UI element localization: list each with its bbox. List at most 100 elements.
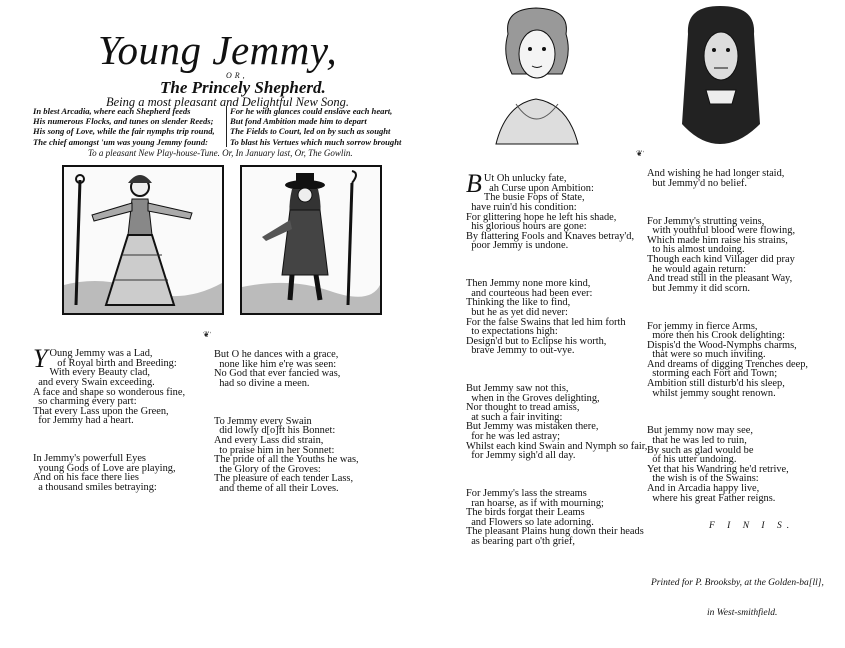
verse-line: more then his Crook delighting:	[647, 330, 785, 342]
ballad-description: Being a most pleasant and Delightful New…	[106, 95, 350, 109]
verse-line: By such as glad would be	[647, 444, 754, 456]
verse-line: Dispis'd the Wood-Nymphs charms,	[647, 339, 797, 351]
verse-line: But jemmy now may see,	[647, 425, 753, 437]
verse-line: to expectations high:	[466, 326, 558, 338]
verse-line: brave Jemmy to out-vye.	[466, 345, 575, 357]
verse-line: for Jemmy had a heart.	[33, 415, 134, 427]
stanza: But O he dances with a grace, none like …	[214, 350, 359, 389]
verse-line: that were so much inviting.	[647, 349, 766, 361]
stanza: And wishing he had longer staid, but Jem…	[647, 168, 824, 189]
verse-line: But Jemmy was mistaken there,	[466, 421, 599, 433]
verse-line: For Jemmy's strutting veins,	[647, 215, 765, 227]
stanza: In Jemmy's powerfull Eyes young Gods of …	[33, 453, 185, 493]
argument-line: The Fields to Court, led on by such as s…	[230, 126, 391, 137]
verse-line: ran hoarse, as if with mourning;	[466, 497, 604, 509]
stanza: For jemmy in fierce Arms, more then his …	[647, 321, 824, 399]
verse-line: Thinking the like to find,	[466, 297, 571, 309]
argument-right: For he with glances could enslave each h…	[226, 106, 401, 147]
verse-line: have ruin'd his condition:	[466, 201, 577, 213]
verse-line: and Flowers so late adorning.	[466, 516, 594, 528]
verse-line: For Jemmy's lass the streams	[466, 488, 587, 499]
or-connector: OR,	[226, 71, 248, 80]
verse-line: In Jemmy's powerfull Eyes	[33, 453, 146, 465]
argument-line: To blast his Vertues which much sorrow b…	[230, 136, 402, 147]
verse-line: With every Beauty clad,	[49, 367, 151, 379]
verse-line: The pleasant Plains hung down their head…	[466, 526, 644, 538]
verse-line: Oung Jemmy was a Lad,	[49, 348, 153, 360]
verse-line: The birds forgat their Leams	[466, 507, 585, 519]
verse-line: his glorious hours are gone:	[466, 221, 587, 233]
ornament-border-1: ❦❦❦❦❦❦❦❦❦❦❦❦❦	[203, 331, 211, 339]
argument-line: In blest Arcadia, where each Shepherd fe…	[33, 106, 191, 116]
verse-line: poor Jemmy is undone.	[466, 240, 569, 252]
verse-line: and theme of all their Loves.	[214, 482, 339, 494]
tune-direction: To a pleasant New Play-house-Tune. Or, I…	[88, 148, 353, 158]
verse-line: where his great Father reigns.	[647, 492, 776, 504]
verse-line: The pleasure of each tender Lass,	[214, 473, 354, 485]
verse-line: And tread still in the pleasant Way,	[647, 273, 793, 285]
stanza: To Jemmy every Swain did lowly d[o]ft hi…	[214, 415, 359, 494]
stanza: Then Jemmy none more kind, and courteous…	[466, 279, 647, 356]
verse-line: young Gods of Love are playing,	[33, 462, 176, 474]
verse-line: when in the Groves delighting,	[466, 392, 600, 404]
imprint: Printed for P. Brooksby, at the Golden-b…	[651, 558, 824, 638]
verse-line: and every Swain exceeding.	[33, 376, 155, 388]
argument-line: His song of Love, while the fair nymphs …	[33, 126, 215, 137]
verse-line: of Royal birth and Breeding:	[49, 357, 177, 369]
verse-line: And in Arcadia happy live,	[647, 483, 760, 494]
verse-line: The busie Fops of State,	[483, 192, 585, 204]
verse-line: The pride of all the Youths he was,	[214, 454, 359, 466]
verse-line: Nor thought to tread amiss,	[466, 402, 580, 414]
verse-line: he would again return:	[647, 263, 746, 275]
verse-line: And wishing he had longer staid,	[647, 168, 785, 180]
verse-line: had so divine a meen.	[214, 377, 310, 389]
verse-line: Ut Oh unlucky fate,	[483, 173, 567, 185]
verse-line: whilst jemmy sought renown.	[647, 387, 776, 399]
verse-line: but he as yet did never:	[466, 306, 568, 318]
verse-line: And every Lass did strain,	[214, 434, 324, 446]
verse-line: storming each Fort and Town;	[647, 368, 778, 380]
verse-column-2: But O he dances with a grace, none like …	[214, 331, 359, 512]
verse-line: No God that ever fancied was,	[214, 368, 341, 380]
woodcut-shepherd	[240, 165, 382, 315]
verse-line: of his utter undoing.	[647, 454, 737, 466]
verse-line: at such a fair inviting:	[466, 411, 563, 423]
verse-line: But Jemmy saw not this,	[466, 383, 569, 395]
verse-line: the wish is of the Swains:	[647, 473, 759, 485]
ballad-subtitle: The Princely Shepherd.	[160, 78, 326, 97]
verse-line: to his almost undoing.	[647, 244, 745, 256]
verse-line: ah Curse upon Ambition:	[483, 182, 594, 194]
verse-line: Which made him raise his strains,	[647, 234, 788, 246]
verse-line: To Jemmy every Swain	[214, 415, 312, 427]
portrait-man	[680, 4, 762, 146]
verse-line: And dreams of digging Trenches deep,	[647, 358, 809, 370]
drop-cap: Y	[33, 344, 48, 374]
verse-line: did lowly d[o]ft his Bonnet:	[214, 425, 336, 437]
imprint-line: in West-smithfield.	[707, 608, 778, 619]
portrait-woman	[486, 4, 588, 146]
verse-line: Yet that his Wandring he'd retrive,	[647, 463, 789, 475]
verse-line: that he was led to ruin,	[647, 435, 747, 447]
verse-column-4: And wishing he had longer staid, but Jem…	[647, 150, 824, 648]
verse-line: with youthful blood were flowing,	[647, 225, 796, 237]
stanza: But Jemmy saw not this, when in the Grov…	[466, 384, 647, 461]
verse-line: none like him e're was seen:	[214, 358, 337, 370]
verse-line: as bearing part o'th grief,	[466, 535, 575, 547]
argument-line: For he with glances could enslave each h…	[230, 106, 393, 116]
imprint-line: Printed for P. Brooksby, at the Golden-b…	[651, 578, 824, 589]
verse-line: so charming every part:	[33, 396, 137, 408]
verse-line: That every Lass upon the Green,	[33, 405, 169, 417]
verse-line: a thousand smiles betraying:	[33, 481, 157, 493]
verse-line: to praise him in her Sonnet:	[214, 444, 335, 456]
verse-line: Whilst each kind Swain and Nymph so fair…	[466, 440, 648, 452]
argument-line: The chief amongst 'um was young Jemmy fo…	[33, 136, 208, 147]
verse-line: but Jemmy it did scorn.	[647, 282, 751, 294]
ornament-border-2: ❦❦❦❦❦❦❦❦❦❦❦❦❦❦❦❦❦❦❦❦❦❦❦❦❦❦❦❦❦❦❦❦❦❦❦❦	[636, 150, 644, 158]
verse-line: and courteous had been ever:	[466, 287, 593, 299]
verse-line: Though each kind Villager did pray	[647, 253, 795, 265]
verse-line: Ambition still disturb'd his sleep,	[647, 378, 785, 390]
verse-line: Then Jemmy none more kind,	[466, 278, 591, 290]
argument-line: But fond Ambition made him to depart	[230, 116, 367, 127]
